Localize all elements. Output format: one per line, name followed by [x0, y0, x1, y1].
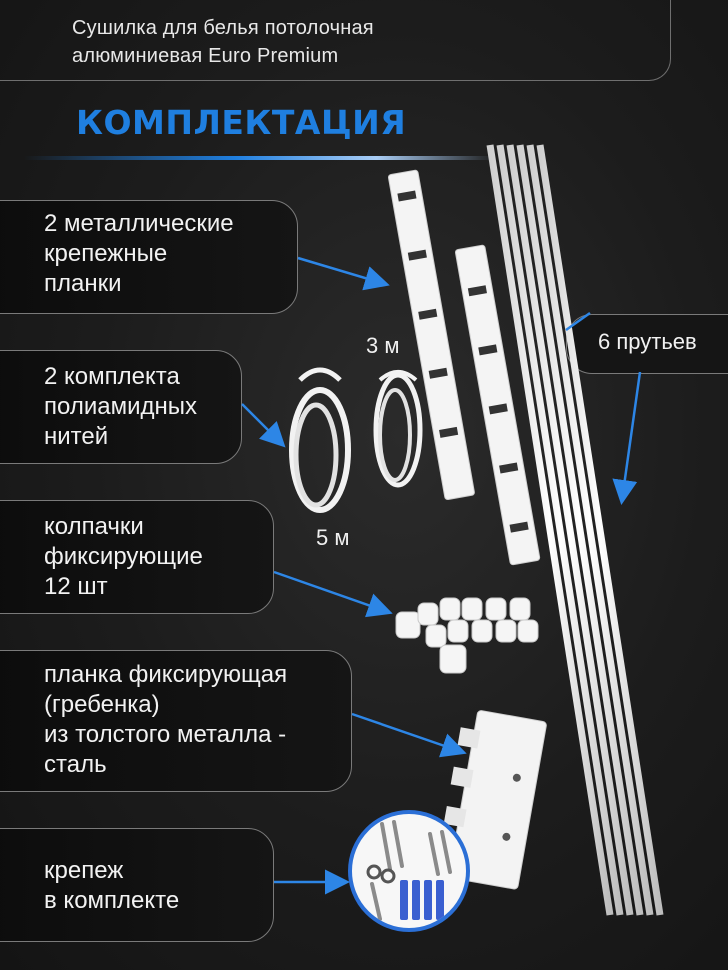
thread-length-label: 5 м	[316, 525, 350, 550]
rods-label: 6 прутьев	[598, 329, 697, 354]
label-box-fasteners	[0, 828, 274, 942]
label-box-caps	[0, 500, 274, 614]
mounting-rail-icon	[387, 169, 475, 501]
heading-underline	[24, 156, 494, 160]
label-fasteners: крепеж в комплекте	[44, 857, 180, 914]
fasteners-icon	[348, 810, 470, 932]
pointer-arrows	[241, 256, 642, 895]
label-box-rails	[0, 200, 298, 314]
product-title: Сушилка для белья потолочная алюминиевая…	[72, 17, 374, 67]
section-heading: Комплектация	[76, 103, 407, 142]
thread-coil-icon	[289, 367, 351, 513]
rods-label-box	[566, 314, 728, 374]
fixing-caps-icon	[395, 597, 539, 674]
label-threads: 2 комплекта полиамидных нитей	[44, 363, 197, 450]
thread-coil-icon	[373, 370, 423, 488]
label-box-threads	[0, 350, 242, 464]
label-caps: колпачки фиксирующие 12 шт	[44, 513, 203, 600]
rods-icon	[486, 144, 664, 916]
mounting-rail-icon	[454, 244, 541, 566]
rails-length-label: 3 м	[366, 333, 400, 358]
header-frame	[0, 0, 671, 81]
label-comb: планка фиксирующая (гребенка) из толстог…	[44, 661, 288, 778]
label-box-comb	[0, 650, 352, 792]
label-rails: 2 металлические крепежные планки	[44, 210, 234, 297]
